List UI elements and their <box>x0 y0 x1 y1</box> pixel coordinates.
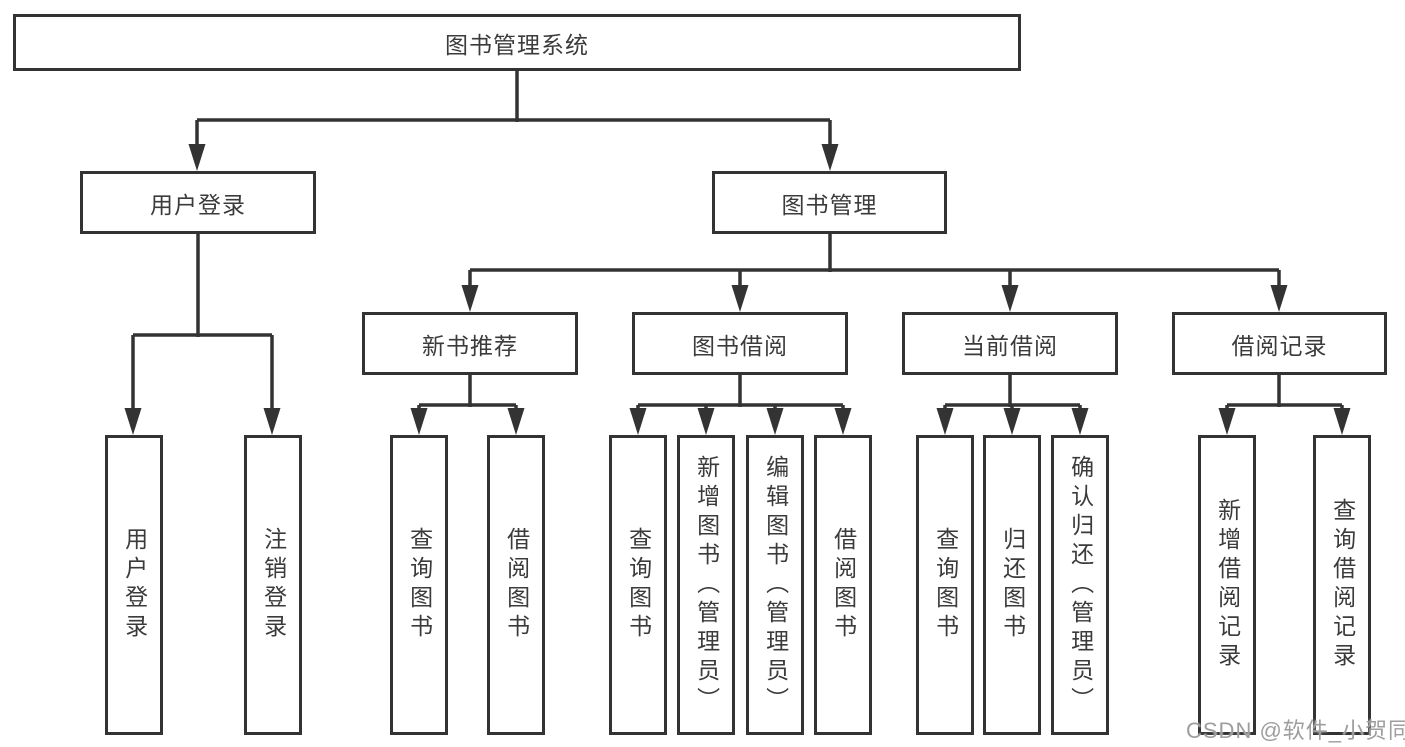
node-user-login: 用户登录 <box>80 171 316 234</box>
leaf-query-books-current: 查询图书 <box>916 435 974 735</box>
node-book-borrowing: 图书借阅 <box>632 312 848 375</box>
leaf-query-borrow-record: 查询借阅记录 <box>1313 435 1371 735</box>
arrow-down-icon <box>1218 408 1236 435</box>
leaf-query-books-recommend: 查询图书 <box>390 435 448 735</box>
arrow-down-icon <box>1003 408 1021 435</box>
leaf-label: 借阅图书 <box>503 527 530 643</box>
arrow-down-icon <box>834 408 852 435</box>
leaf-label: 借阅图书 <box>830 527 857 643</box>
leaf-label: 用户登录 <box>121 527 148 643</box>
leaf-label: 新增图书（管理员） <box>693 454 720 716</box>
node-label: 借阅记录 <box>1231 332 1328 359</box>
leaf-borrow-books-recommend: 借阅图书 <box>487 435 545 735</box>
leaf-label: 新增借阅记录 <box>1214 498 1241 672</box>
arrow-down-icon <box>766 408 784 435</box>
arrow-down-icon <box>1071 408 1089 435</box>
node-label: 图书借阅 <box>692 332 788 359</box>
arrow-down-icon <box>461 285 479 312</box>
leaf-add-books-admin: 新增图书（管理员） <box>677 435 735 735</box>
leaf-label: 查询图书 <box>625 527 652 643</box>
leaf-add-borrow-record: 新增借阅记录 <box>1198 435 1256 735</box>
arrow-down-icon <box>507 408 525 435</box>
connector-bookmgmt-to-level3 <box>468 233 1281 291</box>
arrow-down-icon <box>188 144 206 171</box>
node-label: 用户登录 <box>150 191 246 218</box>
arrow-down-icon <box>936 408 954 435</box>
node-label: 新书推荐 <box>422 332 518 359</box>
leaf-return-books: 归还图书 <box>983 435 1041 735</box>
leaf-edit-books-admin: 编辑图书（管理员） <box>746 435 804 735</box>
leaf-label: 查询图书 <box>932 527 959 643</box>
leaf-label: 确认归还（管理员） <box>1067 454 1094 716</box>
leaf-label: 编辑图书（管理员） <box>762 454 789 716</box>
connector-root-to-level2 <box>195 70 832 150</box>
node-borrowing-records: 借阅记录 <box>1172 312 1387 375</box>
leaf-label: 注销登录 <box>260 527 287 643</box>
arrow-down-icon <box>629 408 647 435</box>
leaf-query-books-borrowing: 查询图书 <box>609 435 667 735</box>
arrow-down-icon <box>821 144 839 171</box>
node-book-management: 图书管理 <box>712 171 947 234</box>
node-new-book-recommend: 新书推荐 <box>362 312 578 375</box>
leaf-confirm-return-admin: 确认归还（管理员） <box>1051 435 1109 735</box>
arrow-down-icon <box>697 408 715 435</box>
arrow-down-icon <box>1333 408 1351 435</box>
node-library-management-system: 图书管理系统 <box>13 14 1021 71</box>
leaf-label: 归还图书 <box>999 527 1026 643</box>
node-label: 图书管理 <box>781 191 878 218</box>
leaf-label: 查询图书 <box>406 527 433 643</box>
connector-borrowrecord-to-leaves <box>1225 375 1344 414</box>
arrow-down-icon <box>124 408 142 435</box>
leaf-user-login: 用户登录 <box>105 435 163 735</box>
leaf-label: 查询借阅记录 <box>1329 498 1356 672</box>
connector-newbook-to-leaves <box>417 375 518 414</box>
arrowhead-icons <box>124 144 1351 435</box>
connector-userlogin-to-leaves <box>131 234 274 414</box>
node-current-borrowing: 当前借阅 <box>902 312 1118 375</box>
arrow-down-icon <box>410 408 428 435</box>
leaf-borrow-books: 借阅图书 <box>814 435 872 735</box>
connector-bookborrow-to-leaves <box>636 375 845 414</box>
arrow-down-icon <box>1270 285 1288 312</box>
node-label: 图书管理系统 <box>445 31 589 58</box>
node-label: 当前借阅 <box>962 332 1058 359</box>
arrow-down-icon <box>263 408 281 435</box>
arrow-down-icon <box>731 285 749 312</box>
leaf-logout: 注销登录 <box>244 435 302 735</box>
csdn-watermark: CSDN @软件_小贺同学 <box>1186 718 1405 743</box>
arrow-down-icon <box>1001 285 1019 312</box>
